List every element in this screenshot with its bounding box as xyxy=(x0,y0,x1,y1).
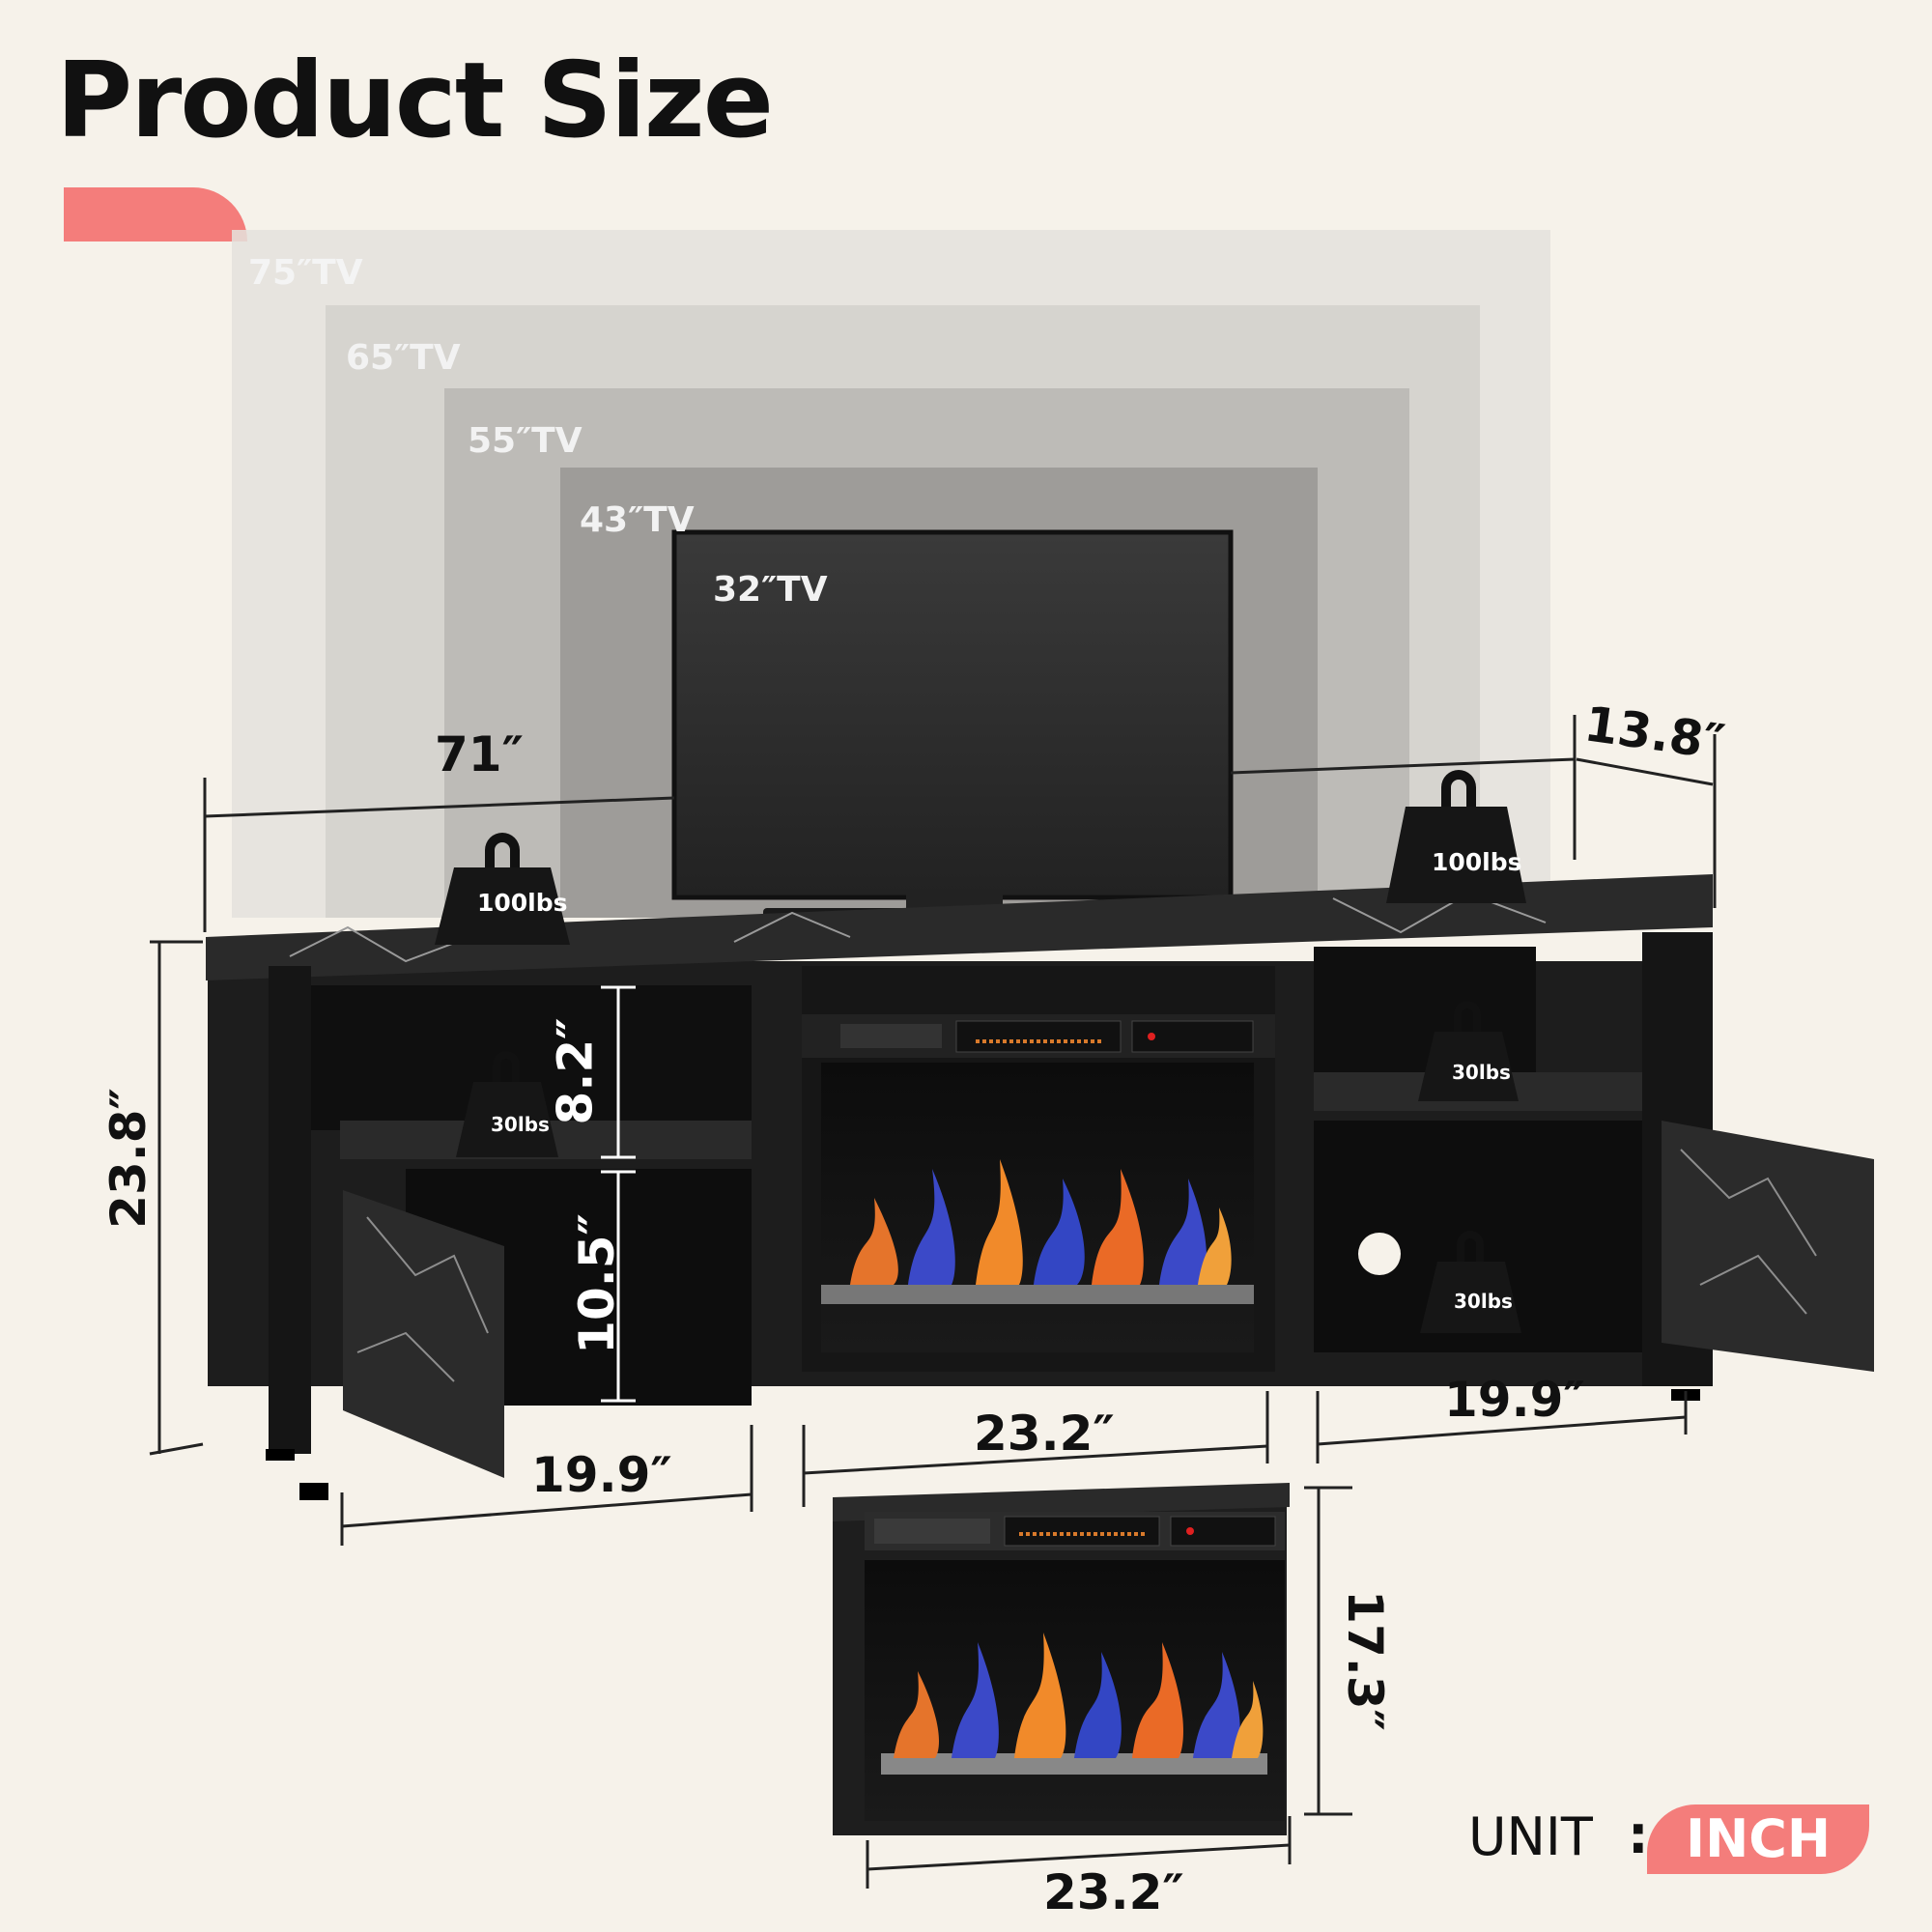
weight-icon-shelf-right-upper xyxy=(1418,1001,1519,1101)
weight-label-shelf-right-lower: 30lbs xyxy=(1454,1290,1513,1313)
width-label: 71″ xyxy=(435,726,524,782)
cable-hole xyxy=(1358,1233,1401,1275)
insert-width-label: 23.2″ xyxy=(1043,1864,1184,1920)
fireplace-width-label: 23.2″ xyxy=(974,1406,1115,1462)
tv-55-label: 55″TV xyxy=(468,421,582,461)
upper-shelf-height-label: 8.2″ xyxy=(547,1017,604,1125)
tv-43-label: 43″TV xyxy=(580,500,695,540)
accent-tab xyxy=(64,187,247,242)
tv-75-label: 75″TV xyxy=(248,253,363,293)
depth-dimension-line xyxy=(1576,734,1717,908)
tv-65-label: 65″TV xyxy=(346,338,461,378)
shelf-height-lines xyxy=(601,985,636,1403)
right-cabinet-width-label: 19.9″ xyxy=(1444,1372,1585,1428)
insert-dimension-lines xyxy=(866,1486,1352,1889)
weight-label-shelf-right-upper: 30lbs xyxy=(1452,1061,1511,1084)
weight-label-top-left: 100lbs xyxy=(477,889,568,917)
left-door xyxy=(343,1190,504,1478)
insert-flames xyxy=(894,1633,1264,1758)
weight-icon-top-right xyxy=(1386,770,1526,903)
lower-shelf-height-label: 10.5″ xyxy=(568,1213,625,1354)
tv-32-label: 32″TV xyxy=(713,570,828,610)
page-title: Product Size xyxy=(56,41,774,161)
tv-32-screen xyxy=(671,529,1234,900)
left-cabinet-width-label: 19.9″ xyxy=(531,1447,672,1503)
unit-badge xyxy=(1647,1804,1869,1874)
weight-icon-shelf-right-lower xyxy=(1420,1231,1521,1333)
width-dimension-line xyxy=(203,715,1577,932)
weight-label-shelf-left: 30lbs xyxy=(491,1113,550,1136)
height-label: 23.8″ xyxy=(99,1088,156,1229)
height-dimension-line xyxy=(149,940,204,1456)
unit-value: INCH xyxy=(1686,1808,1832,1869)
weight-icon-top-left xyxy=(435,833,570,945)
weight-icon-shelf-left xyxy=(456,1051,558,1157)
flames xyxy=(850,1159,1232,1285)
weight-label-top-right: 100lbs xyxy=(1432,848,1522,876)
bottom-dimension-lines xyxy=(340,1391,1688,1546)
right-door xyxy=(1662,1121,1874,1372)
insert-height-label: 17.3″ xyxy=(1336,1590,1393,1731)
unit-separator: : xyxy=(1628,1804,1649,1865)
unit-label: UNIT xyxy=(1468,1806,1593,1867)
insert-firebox xyxy=(865,1560,1285,1821)
